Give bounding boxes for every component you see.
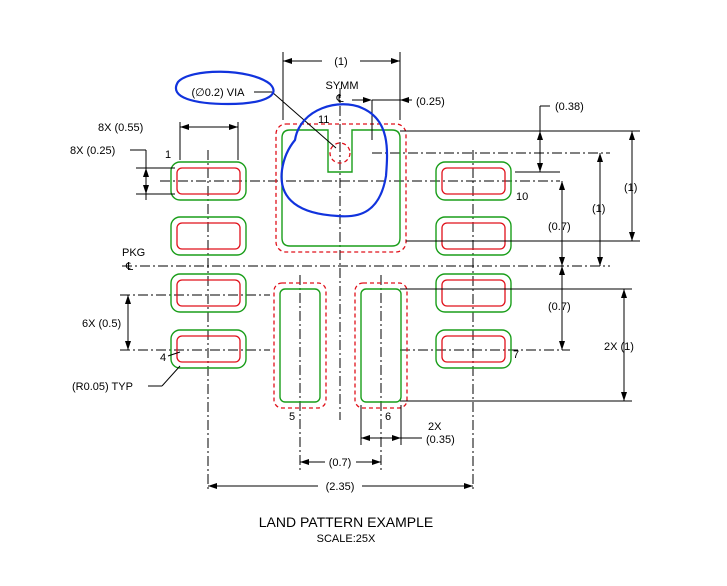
label-pad-6: 6 [385,411,391,423]
label-dim-038: (0.38) [555,101,584,113]
pad-bottom-6 [354,282,408,409]
label-dim-top-1: (1) [334,56,347,68]
label-dim-2x: 2X [428,421,442,433]
pad-right-10 [435,161,512,201]
label-pad-11: 11 [318,114,329,126]
label-pkg: PKG [122,247,145,259]
pad-left-3 [170,273,247,313]
label-dim-8x025: 8X (0.25) [70,145,115,157]
label-pad-7: 7 [513,349,519,361]
label-dim-2x1: 2X (1) [604,341,634,353]
label-pad-4: 4 [160,352,166,364]
label-dim-r005: (R0.05) TYP [72,381,133,393]
drawing-scale: SCALE:25X [317,533,376,545]
pad-top-11 [275,123,407,253]
label-symm-cl: ℄ [335,93,343,105]
label-dim-6x05: 6X (0.5) [82,318,121,330]
label-dim-035: (0.35) [426,434,455,446]
pad-bottom-5 [273,282,327,409]
label-dim-07b: (0.7) [548,301,571,313]
label-dim-right-1a: (1) [624,182,637,194]
dimension-lines [125,52,640,489]
pad-left-4 [170,329,247,369]
label-pkg-cl: ℄ [125,261,133,273]
pad-left-2 [170,216,247,256]
blue-annotations [174,70,389,218]
label-dim-07a: (0.7) [548,221,571,233]
pad-left-1 [170,161,247,201]
label-pad-1: 1 [165,149,171,161]
label-symm: SYMM [326,80,359,92]
label-via: (∅0.2) VIA [192,87,246,99]
label-pad-10: 10 [516,191,528,203]
title-block: LAND PATTERN EXAMPLE SCALE:25X [259,514,434,545]
pad-right-9 [435,216,512,256]
label-dim-025: (0.25) [416,96,445,108]
pad-right-7 [435,329,512,369]
label-pad-5: 5 [289,411,295,423]
dimension-labels: (1) (∅0.2) VIA SYMM ℄ (0.25) (0.38) 11 8… [70,56,637,493]
label-dim-8x055: 8X (0.55) [98,122,143,134]
pad-right-8 [435,273,512,313]
label-dim-07-bottom: (0.7) [329,457,352,469]
drawing-title: LAND PATTERN EXAMPLE [259,514,434,530]
label-dim-235: (2.35) [326,481,355,493]
label-dim-right-1b: (1) [592,203,605,215]
